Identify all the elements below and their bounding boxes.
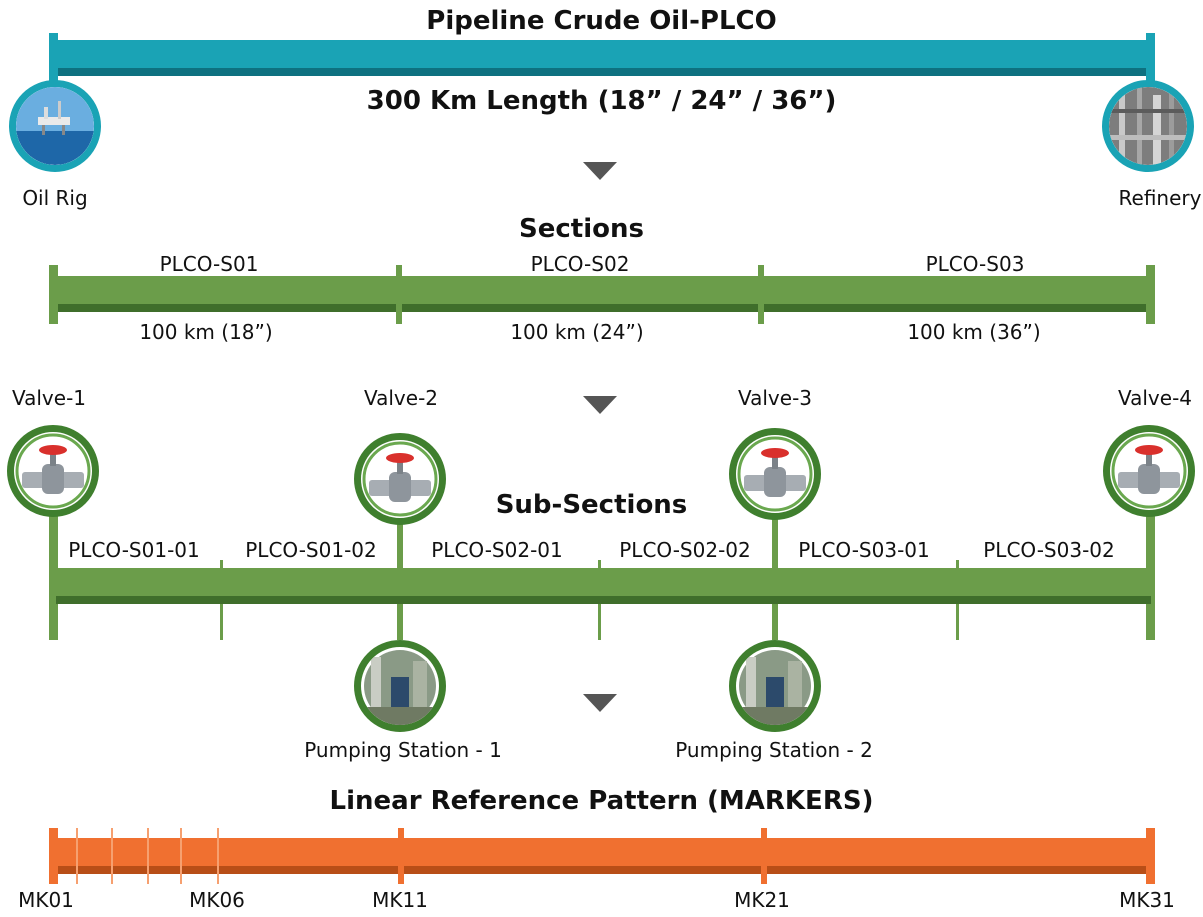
pumping-station-label: Pumping Station - 1 — [304, 738, 502, 762]
section-length: 100 km (36”) — [907, 320, 1041, 344]
section-name: PLCO-S02 — [530, 252, 630, 276]
section-length: 100 km (18”) — [139, 320, 273, 344]
marker-label: MK01 — [18, 888, 74, 912]
refinery-icon — [1102, 80, 1194, 172]
valve-icon — [7, 425, 99, 517]
marker-label: MK31 — [1119, 888, 1175, 912]
pipeline-length-label: 300 Km Length (18” / 24” / 36”) — [366, 86, 837, 116]
valve-icon — [354, 433, 446, 525]
subsection-name: PLCO-S02-02 — [619, 538, 751, 562]
subsection-name: PLCO-S01-02 — [245, 538, 377, 562]
marker-label: MK06 — [189, 888, 245, 912]
section-name: PLCO-S03 — [925, 252, 1025, 276]
markers-heading: Linear Reference Pattern (MARKERS) — [329, 786, 874, 816]
down-arrow-icon — [583, 396, 617, 414]
pumping-station-icon — [354, 640, 446, 732]
down-arrow-icon — [583, 694, 617, 712]
marker-label: MK21 — [734, 888, 790, 912]
section-name: PLCO-S01 — [159, 252, 259, 276]
oil-rig-label: Oil Rig — [22, 186, 88, 210]
subsection-name: PLCO-S02-01 — [431, 538, 563, 562]
refinery-label: Refinery — [1118, 186, 1202, 210]
subsection-name: PLCO-S01-01 — [68, 538, 200, 562]
subsections-heading: Sub-Sections — [495, 490, 688, 520]
marker-label: MK11 — [372, 888, 428, 912]
valve-label: Valve-1 — [11, 386, 87, 410]
pumping-station-icon — [729, 640, 821, 732]
pumping-station-label: Pumping Station - 2 — [675, 738, 873, 762]
subsection-name: PLCO-S03-01 — [798, 538, 930, 562]
pipeline-title: Pipeline Crude Oil-PLCO — [426, 6, 777, 36]
valve-label: Valve-3 — [737, 386, 813, 410]
section-length: 100 km (24”) — [510, 320, 644, 344]
subsection-name: PLCO-S03-02 — [983, 538, 1115, 562]
valve-icon — [1103, 425, 1195, 517]
sections-heading: Sections — [519, 214, 644, 244]
valve-label: Valve-2 — [363, 386, 439, 410]
valve-icon — [729, 428, 821, 520]
down-arrow-icon — [583, 162, 617, 180]
valve-label: Valve-4 — [1117, 386, 1193, 410]
oil-rig-icon — [9, 80, 101, 172]
